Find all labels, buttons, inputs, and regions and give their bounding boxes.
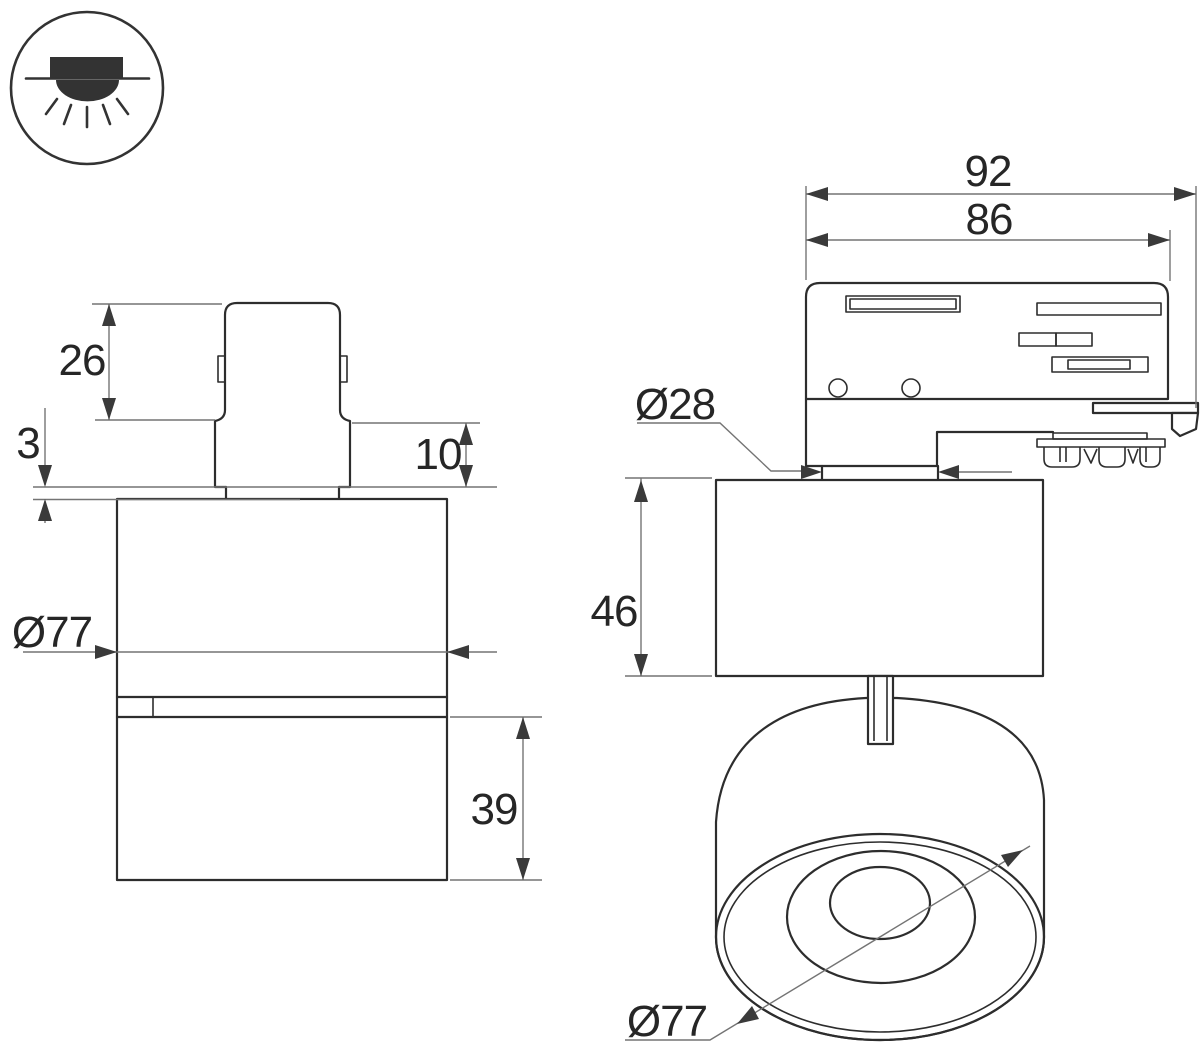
adapter-lower-block [804,397,1055,468]
front-clip-right [339,355,348,383]
side-head-lens [828,865,932,941]
adapter-contact-plate-upper [1052,432,1148,440]
front-view [115,301,449,882]
side-adapter-body [804,281,1170,401]
front-dim-collar-height: 10 [415,430,462,479]
side-dim-adapter-length: 86 [966,195,1013,244]
front-view-dimensions: 26 3 10 Ø77 39 [12,303,542,881]
side-housing [714,478,1045,678]
side-dim-overall-length: 92 [965,147,1012,196]
adapter-latch [1091,401,1200,415]
front-dim-stem-height: 26 [59,336,106,385]
side-pivot-stem [866,674,895,746]
adapter-contact-plate-lower [1036,438,1166,448]
icon-lamp-dome [56,80,119,102]
adapter-latch-tab [1170,411,1200,438]
side-head-silhouette [714,696,1046,1042]
side-dim-face-diameter: Ø77 [627,997,707,1046]
adapter-contact-teeth [1043,447,1161,468]
front-dim-recess-gap: 3 [16,419,39,468]
side-head-lens-ring [785,849,977,985]
icon-housing [50,57,123,78]
side-head-rim-outer [714,832,1046,1042]
front-dim-head-height: 39 [471,785,518,834]
side-view-dimensions: 92 86 Ø28 46 Ø77 [591,147,1197,1046]
adapter-slot-2 [1036,302,1162,316]
adapter-slot-4-inner [1067,359,1131,370]
side-view [714,281,1200,1042]
adapter-slot-1-inner [849,298,957,310]
adapter-hole-1 [828,378,848,398]
downlight-icon [9,10,165,166]
adapter-slot-1 [845,295,961,313]
side-dim-body-height: 46 [591,587,638,636]
side-head-rim-inner [723,841,1037,1033]
front-clip-left [217,355,226,383]
side-pivot-stem-inner [873,676,888,741]
adapter-slot-3b [1055,332,1093,347]
adapter-hole-2 [901,378,921,398]
icon-light-rays [44,97,130,129]
front-body [115,497,449,882]
adapter-slot-4 [1051,356,1149,373]
front-dim-body-diameter: Ø77 [12,608,92,657]
front-stem [213,301,352,487]
side-dim-stem-diameter: Ø28 [635,380,715,429]
